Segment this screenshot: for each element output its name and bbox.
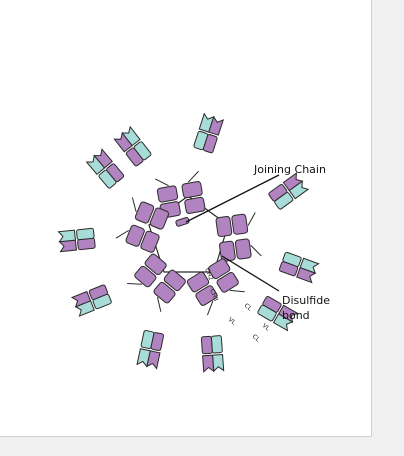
igm-monomer-top <box>112 110 239 225</box>
pentameric-igm-diagram: CH2 CH3 VL CL VL CL Joining Chain Disulf… <box>51 110 330 381</box>
domain-label-vl-2: VL <box>261 322 272 333</box>
disulfide-label-line1: Disulfide <box>282 294 330 307</box>
domain-label-vl: VL <box>227 316 238 327</box>
joining-chain-label: Joining Chain <box>253 163 326 176</box>
domain-label-ch2: CH2 <box>203 267 214 281</box>
domain-label-ch3: CH3 <box>208 288 219 302</box>
domain-label-cl: CL <box>243 302 254 313</box>
igm-monomer-bottom-left <box>65 230 213 377</box>
disulfide-bond-pointer <box>221 255 280 292</box>
joining-chain-shape <box>175 217 190 227</box>
domain-label-cl-2: CL <box>251 333 262 344</box>
figure-panel: CH2 CH3 VL CL VL CL Joining Chain Disulf… <box>0 0 372 437</box>
disulfide-label-line2: bond <box>282 309 310 322</box>
joining-chain-pointer <box>185 174 280 223</box>
